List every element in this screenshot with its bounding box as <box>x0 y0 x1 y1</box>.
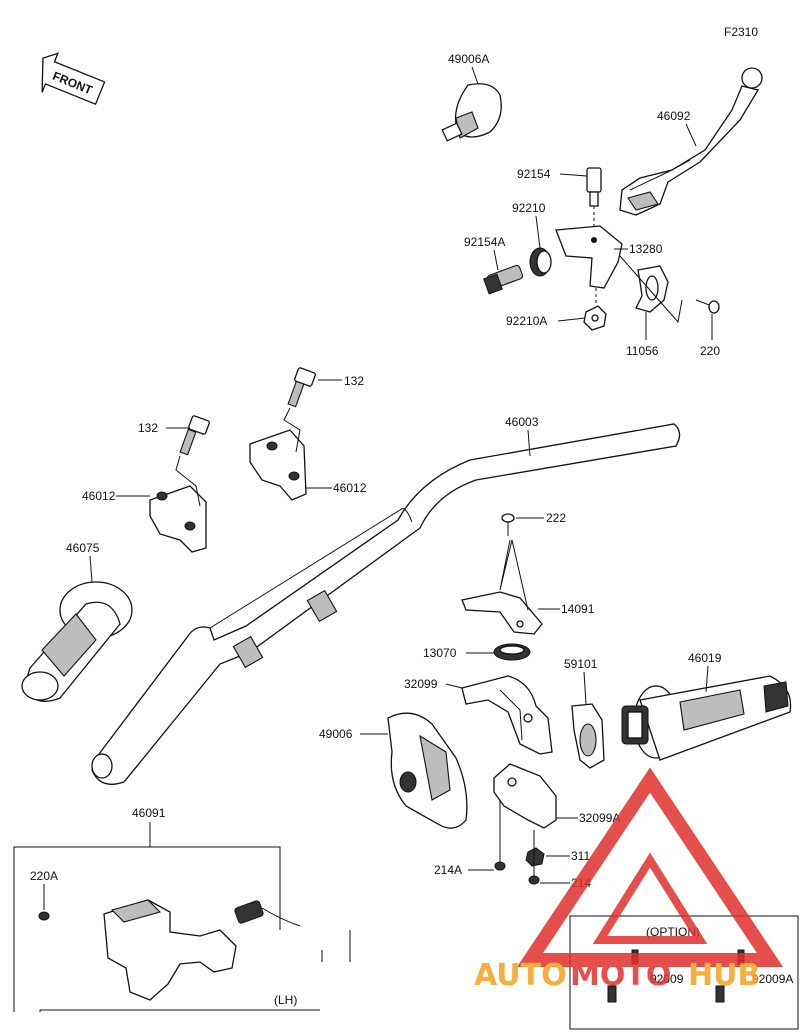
cover-49006 <box>387 712 468 829</box>
bolt-132-right <box>287 367 316 408</box>
bolt-132-left <box>179 415 210 456</box>
label-49006: 49006 <box>319 727 353 741</box>
screw-214A <box>494 800 506 871</box>
throttle-cam-59101 <box>571 703 605 769</box>
front-arrow-icon: FRONT <box>41 52 106 106</box>
screw-220 <box>695 299 720 314</box>
label-11056: 11056 <box>626 344 659 358</box>
label-222: 222 <box>546 511 566 525</box>
switch-assembly-46091 <box>103 899 351 1001</box>
label-214A: 214A <box>434 863 462 877</box>
label-59101: 59101 <box>564 657 598 671</box>
label-46012-left: 46012 <box>82 489 116 503</box>
handlebar-46003 <box>91 423 681 785</box>
screw-222 <box>501 513 515 536</box>
label-46012-right: 46012 <box>333 481 367 495</box>
bolt-92154A <box>483 264 524 295</box>
nut-92210A <box>583 305 607 331</box>
label-92210: 92210 <box>512 201 546 215</box>
label-92009A: 92009A <box>752 972 793 986</box>
grip-46019 <box>621 675 792 761</box>
label-220A: 220A <box>30 869 58 883</box>
housing-32099 <box>461 675 553 755</box>
ring-13070 <box>493 643 531 661</box>
lever-46092 <box>619 67 763 216</box>
label-13070: 13070 <box>423 646 457 660</box>
label-13280: 13280 <box>629 242 663 256</box>
label-46075: 46075 <box>66 541 100 555</box>
clamp-46012-left <box>149 485 207 553</box>
screw-214 <box>528 830 540 885</box>
label-220: 220 <box>700 344 720 358</box>
label-132-left: 132 <box>138 421 158 435</box>
bolt-92154 <box>586 167 602 207</box>
label-92154: 92154 <box>517 167 551 181</box>
watermark-text-left: AUTO <box>474 958 567 993</box>
screw-220A <box>38 911 50 921</box>
label-92009: 92009 <box>650 972 684 986</box>
label-lh: (LH) <box>274 993 297 1007</box>
label-132-right: 132 <box>344 374 364 388</box>
clamp-46012-right <box>249 429 307 501</box>
watermark-text-right: HUB <box>688 958 760 993</box>
clamp-11056 <box>635 265 669 313</box>
figure-code: F2310 <box>724 25 758 39</box>
label-46091: 46091 <box>132 806 166 820</box>
nut-311 <box>525 847 545 867</box>
watermark-logo: AUTO MOTO HUB <box>474 767 784 993</box>
housing-32099A <box>493 763 557 829</box>
mirror-cover-49006A <box>441 83 502 142</box>
label-32099A: 32099A <box>579 811 620 825</box>
label-14091: 14091 <box>561 602 595 616</box>
watermark-text-mid: MOTO <box>570 958 671 993</box>
label-32099: 32099 <box>404 677 438 691</box>
label-49006A: 49006A <box>448 52 489 66</box>
grip-46075 <box>21 581 133 702</box>
label-46019: 46019 <box>688 651 722 665</box>
adjuster-92210 <box>529 247 552 277</box>
bracket-14091 <box>461 591 543 635</box>
label-311: 311 <box>571 849 590 863</box>
label-46092: 46092 <box>657 109 691 123</box>
label-92210A: 92210A <box>506 314 547 328</box>
label-46003: 46003 <box>505 415 539 429</box>
option-label: (OPTION) <box>646 925 700 939</box>
bracket-13280 <box>555 225 623 289</box>
label-92154A: 92154A <box>464 235 505 249</box>
